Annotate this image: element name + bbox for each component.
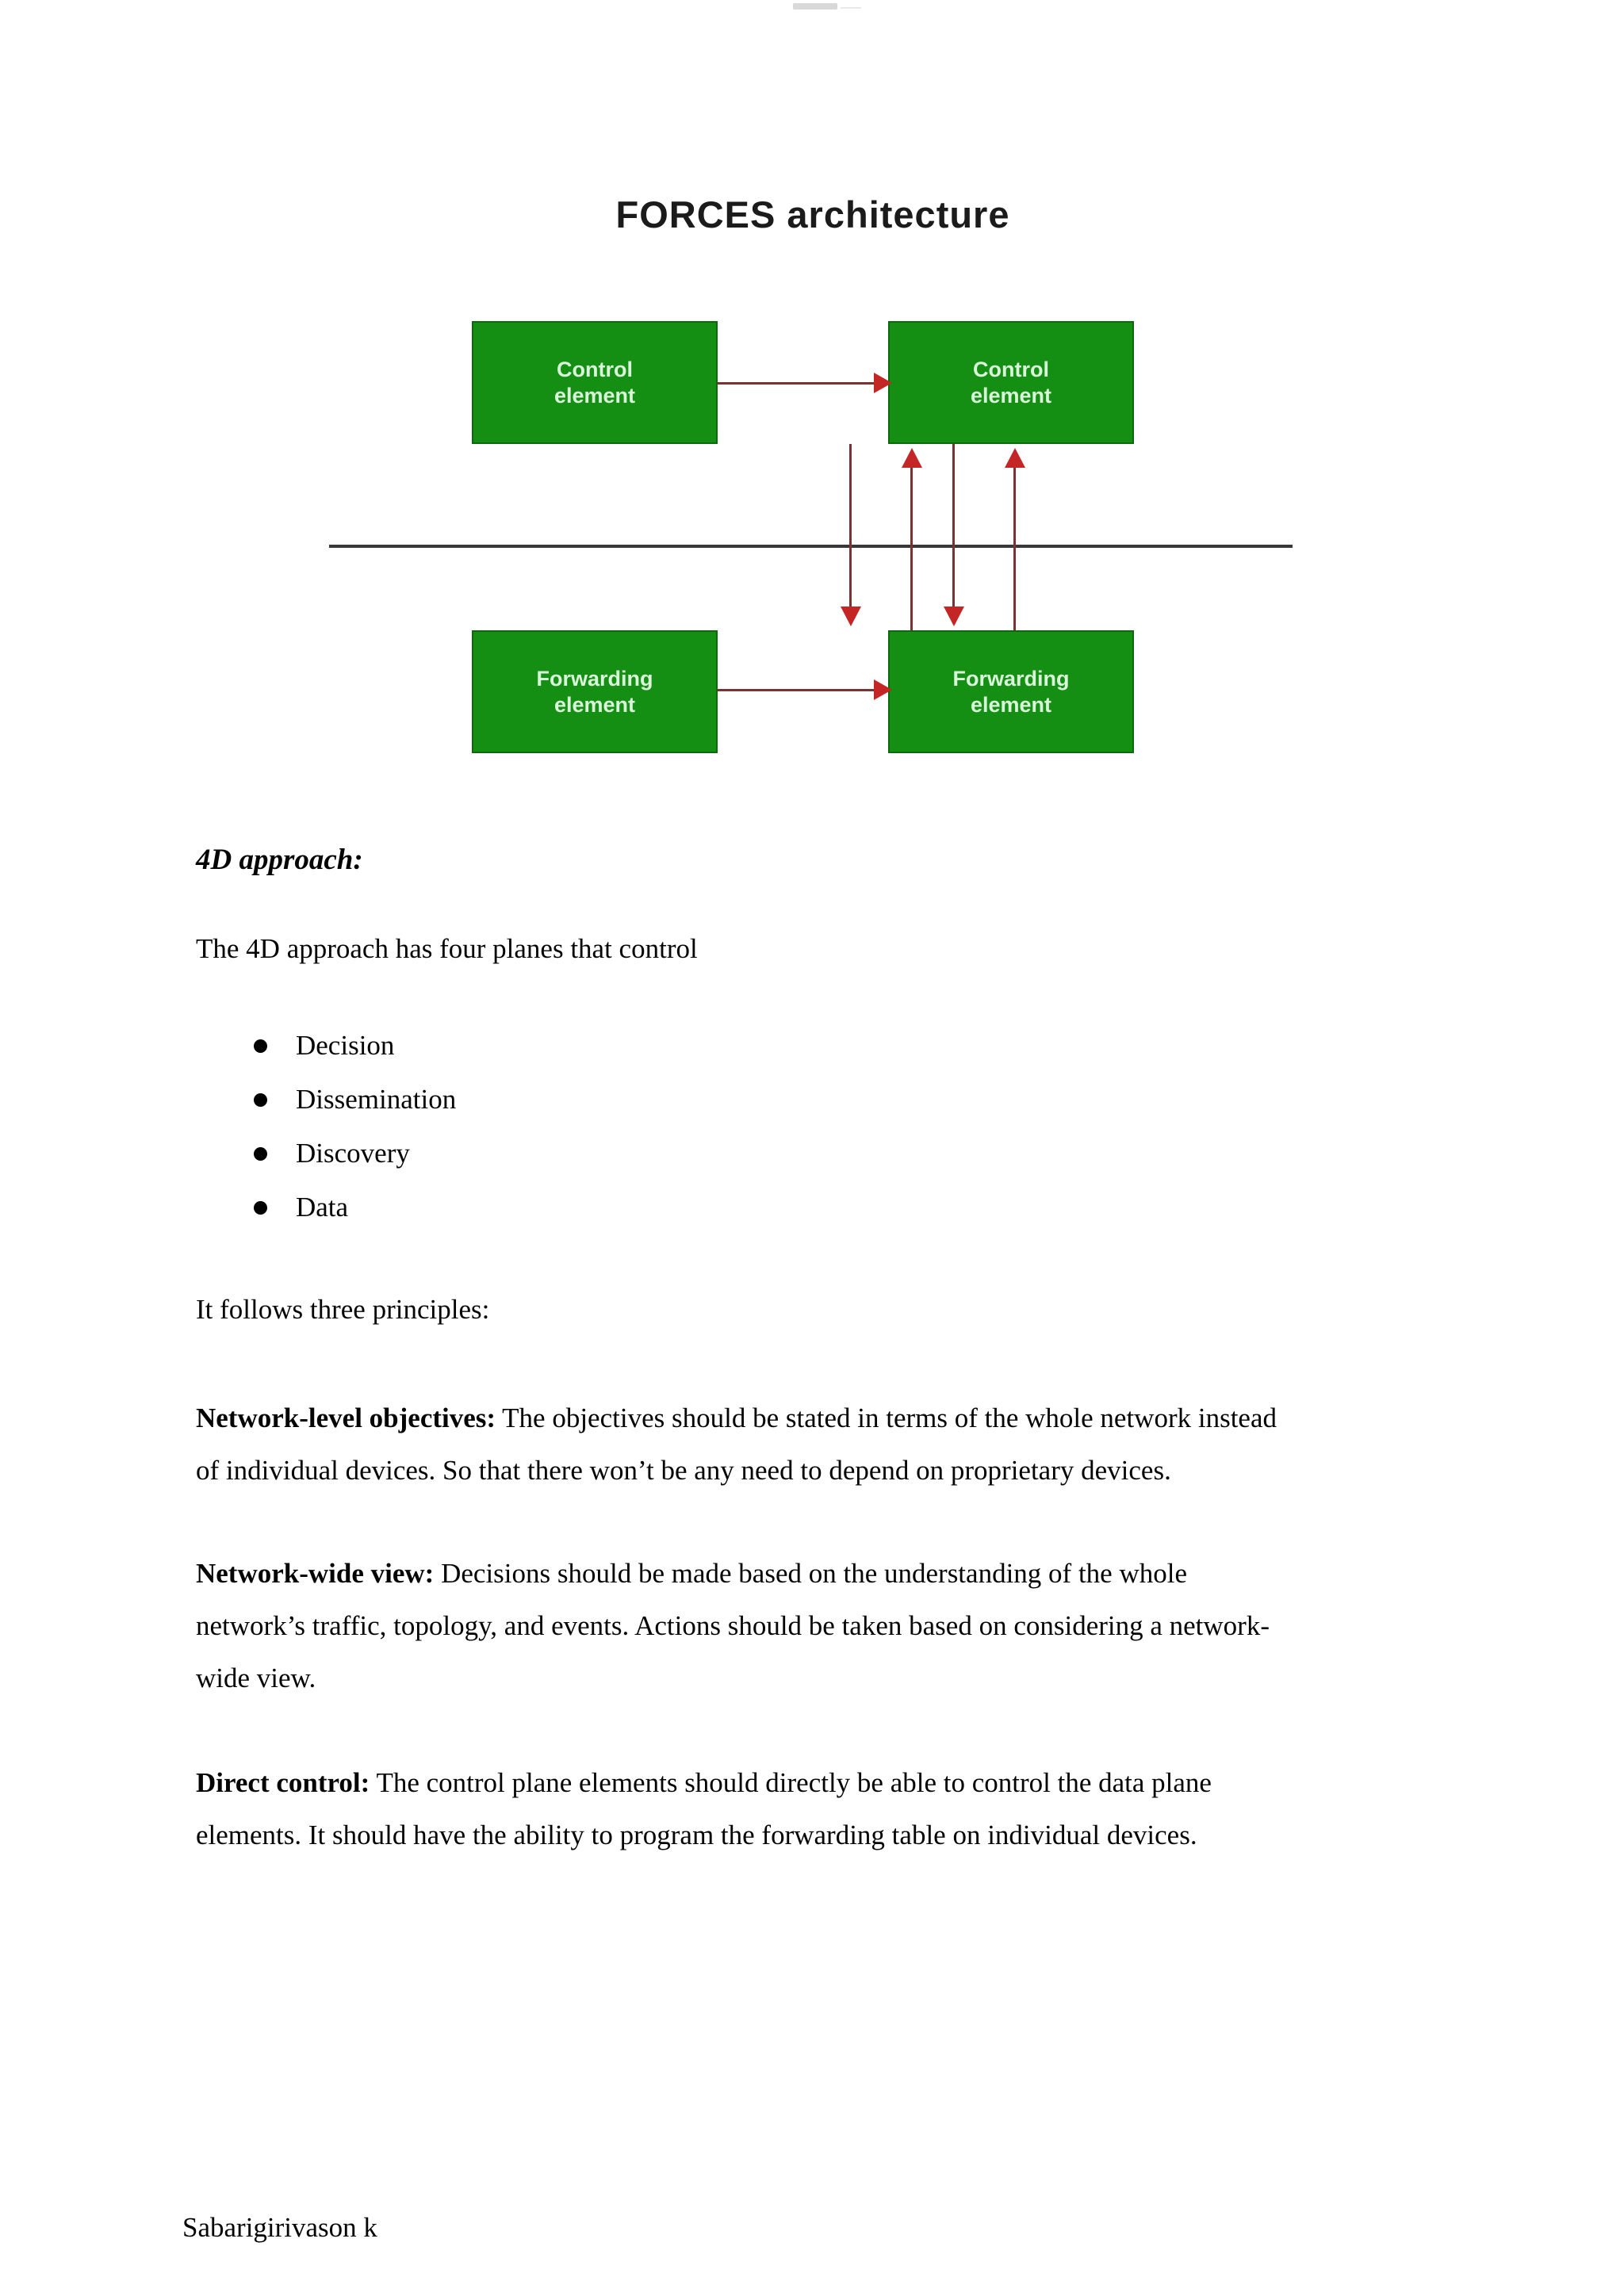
- paragraph-network-level-objectives: Network-level objectives: The objectives…: [196, 1392, 1457, 1497]
- arrowhead: [841, 607, 861, 626]
- list-item: Discovery: [254, 1127, 456, 1181]
- list-item-label: Data: [296, 1192, 349, 1223]
- intro-sentence: The 4D approach has four planes that con…: [196, 933, 698, 964]
- bullet-icon: [254, 1146, 267, 1161]
- list-item: Decision: [254, 1019, 456, 1073]
- arrow-shaft: [718, 689, 875, 691]
- list-item: Dissemination: [254, 1073, 456, 1127]
- arrowhead: [902, 448, 922, 468]
- arrow-right-icon: [718, 679, 892, 700]
- paragraph-lead: Network-wide view:: [196, 1558, 435, 1589]
- list-item-label: Discovery: [296, 1138, 410, 1169]
- paragraph-line: Direct control: The control plane elemen…: [196, 1767, 1212, 1798]
- arrowhead: [874, 373, 892, 393]
- paragraph-lead: Direct control:: [196, 1767, 370, 1798]
- arrow-right-icon: [718, 373, 892, 393]
- author-footer: Sabarigirivason k: [182, 2212, 377, 2243]
- control-element-box-top-right: Control element: [888, 321, 1134, 444]
- bullet-icon: [254, 1039, 267, 1053]
- box-label: Forwarding element: [952, 666, 1070, 717]
- paragraph-line: Network-wide view: Decisions should be m…: [196, 1558, 1187, 1589]
- separation-bus-line: [329, 545, 1293, 548]
- top-page-artifact: [793, 3, 861, 10]
- control-element-box-top-left: Control element: [472, 321, 718, 444]
- paragraph-network-wide-view: Network-wide view: Decisions should be m…: [196, 1548, 1457, 1705]
- box-label: Forwarding element: [536, 666, 653, 717]
- arrow-shaft: [849, 444, 852, 612]
- paragraph-line: wide view.: [196, 1663, 316, 1693]
- arrow-shaft: [910, 462, 913, 630]
- paragraph-line: network’s traffic, topology, and events.…: [196, 1610, 1270, 1641]
- list-item: Data: [254, 1181, 456, 1234]
- list-item-label: Decision: [296, 1030, 395, 1061]
- arrow-shaft: [718, 382, 875, 385]
- forces-architecture-figure: FORCES architecture Control element Cont…: [317, 155, 1308, 785]
- section-heading-4d-approach: 4D approach:: [196, 844, 363, 876]
- paragraph-direct-control: Direct control: The control plane elemen…: [196, 1757, 1457, 1862]
- arrow-up-icon: [1005, 448, 1025, 630]
- paragraph-line: Network-level objectives: The objectives…: [196, 1402, 1277, 1433]
- arrowhead: [874, 679, 892, 700]
- figure-title: FORCES architecture: [615, 193, 1010, 235]
- box-label: Control element: [970, 357, 1052, 408]
- bullet-icon: [254, 1200, 267, 1215]
- arrow-down-icon: [944, 444, 964, 626]
- forwarding-element-box-bottom-left: Forwarding element: [472, 630, 718, 753]
- bullet-icon: [254, 1093, 267, 1107]
- principles-intro-sentence: It follows three principles:: [196, 1294, 490, 1325]
- arrow-up-icon: [902, 448, 922, 630]
- arrow-down-icon: [841, 444, 861, 626]
- paragraph-lead: Network-level objectives:: [196, 1402, 496, 1433]
- arrowhead: [944, 607, 964, 626]
- box-label: Control element: [553, 357, 636, 408]
- forwarding-element-box-bottom-right: Forwarding element: [888, 630, 1134, 753]
- arrow-shaft: [952, 444, 955, 612]
- arrowhead: [1005, 448, 1025, 468]
- arrow-shaft: [1013, 462, 1016, 630]
- paragraph-line: elements. It should have the ability to …: [196, 1820, 1197, 1850]
- paragraph-line: of individual devices. So that there won…: [196, 1455, 1171, 1486]
- list-item-label: Dissemination: [296, 1084, 457, 1115]
